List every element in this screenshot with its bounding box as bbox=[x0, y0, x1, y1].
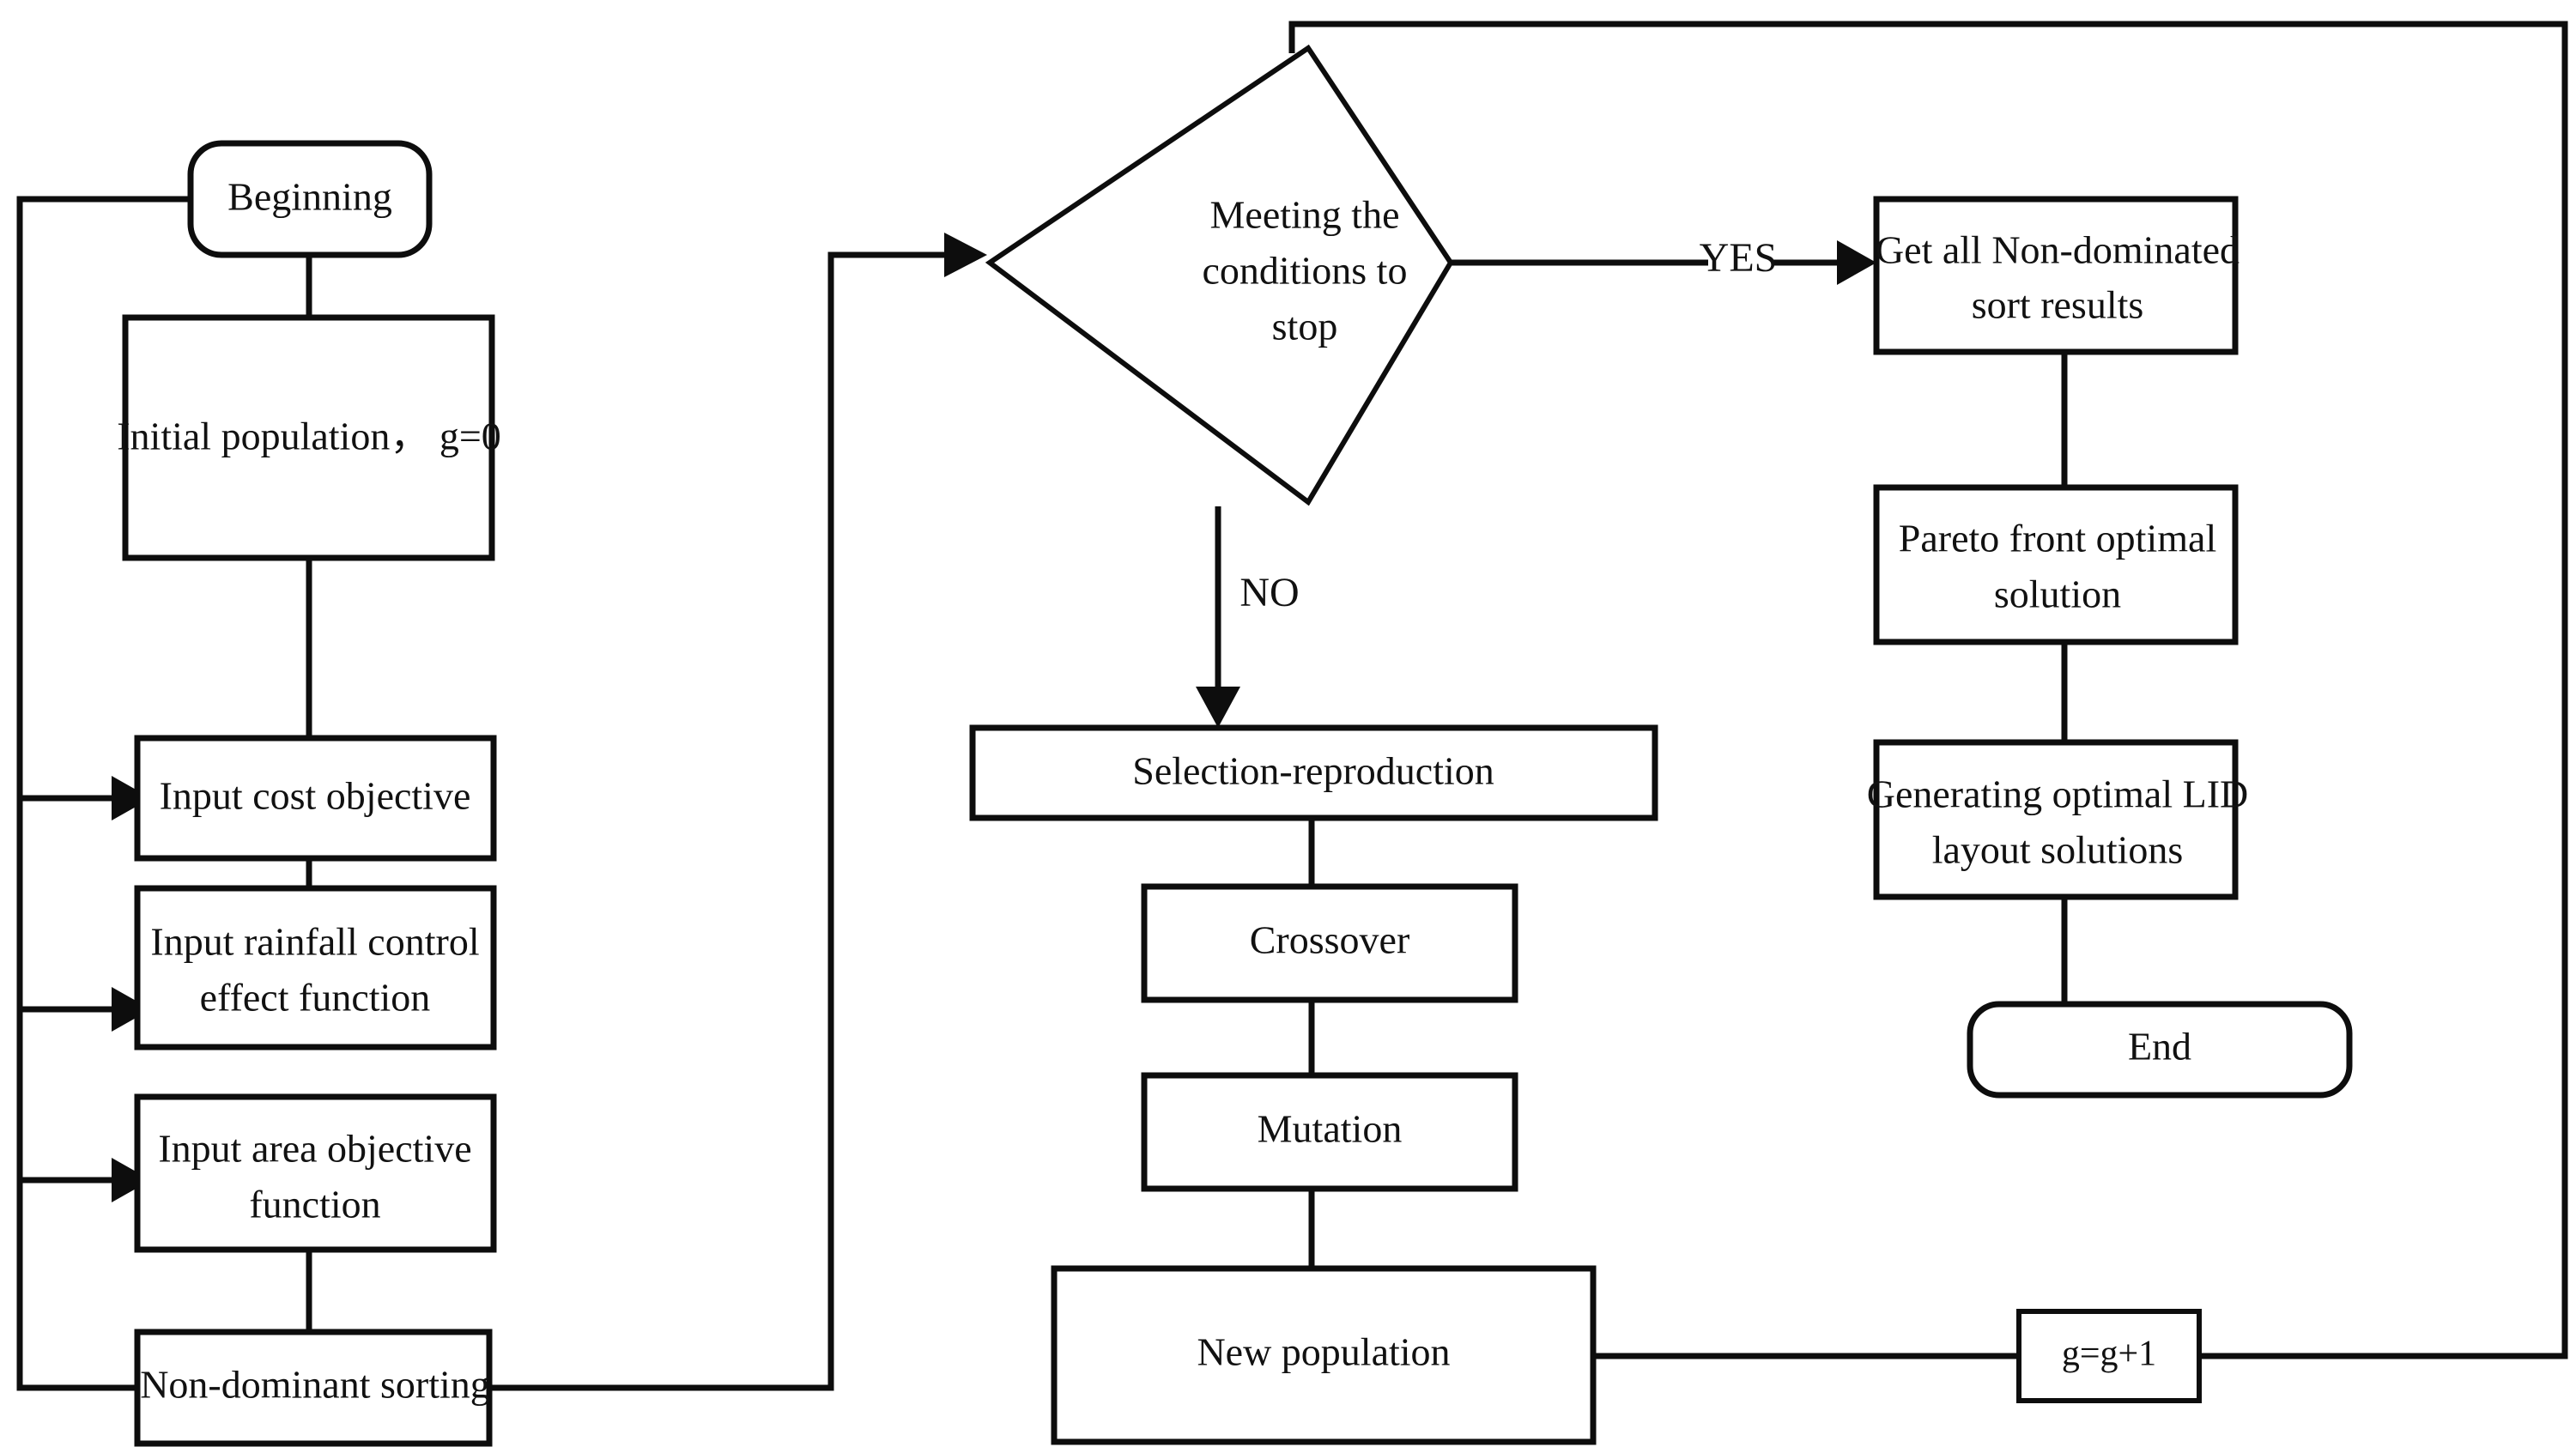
arrow-head-icon bbox=[1196, 687, 1240, 728]
node-end[interactable]: End bbox=[1967, 1001, 2353, 1099]
edge-decision-yes-to-get-all bbox=[1451, 240, 1876, 285]
node-non-dominant-sorting-label: Non-dominant sorting bbox=[140, 1363, 490, 1407]
node-non-dominant-sorting[interactable]: Non-dominant sorting bbox=[134, 1329, 493, 1447]
node-generating-optimal-lid-label-line2: layout solutions bbox=[1932, 828, 2184, 872]
node-decision-label-line1: Meeting the bbox=[1210, 193, 1400, 237]
node-pareto-front-optimal-label-line2: solution bbox=[1994, 572, 2121, 616]
edge-bus-to-input-cost bbox=[20, 776, 151, 820]
node-pareto-front-optimal[interactable]: Pareto front optimal solution bbox=[1873, 484, 2239, 645]
node-end-label: End bbox=[2128, 1025, 2191, 1069]
node-crossover[interactable]: Crossover bbox=[1141, 883, 1518, 1003]
node-initial-population-label: Initial population， g=0 bbox=[117, 415, 501, 458]
arrow-head-icon bbox=[112, 776, 151, 820]
node-input-rainfall-control[interactable]: Input rainfall control effect function bbox=[134, 885, 497, 1050]
node-initial-population[interactable]: Initial population， g=0 bbox=[117, 314, 501, 561]
node-generating-optimal-lid[interactable]: Generating optimal LID layout solutions bbox=[1867, 739, 2249, 900]
node-pareto-front-optimal-label-line1: Pareto front optimal bbox=[1899, 517, 2216, 560]
arrow-head-icon bbox=[1837, 240, 1876, 285]
node-input-rainfall-control-label-line2: effect function bbox=[200, 976, 431, 1020]
node-get-all-non-dominated[interactable]: Get all Non-dominated sort results bbox=[1873, 196, 2240, 355]
node-new-population[interactable]: New population bbox=[1051, 1265, 1597, 1445]
node-beginning[interactable]: Beginning bbox=[187, 140, 433, 258]
node-get-all-non-dominated-label-line1: Get all Non-dominated bbox=[1876, 228, 2240, 272]
node-input-cost-objective[interactable]: Input cost objective bbox=[134, 735, 497, 862]
edge-generation-counter-to-decision bbox=[1288, 21, 2568, 1359]
node-decision-label-line2: conditions to bbox=[1203, 249, 1408, 293]
node-generating-optimal-lid-label-line1: Generating optimal LID bbox=[1867, 772, 2249, 816]
edge-left-return-bus bbox=[16, 196, 191, 1391]
node-input-cost-objective-label: Input cost objective bbox=[160, 774, 471, 818]
node-generation-counter[interactable]: g=g+1 bbox=[2016, 1309, 2202, 1403]
node-input-area-objective-label-line1: Input area objective bbox=[158, 1127, 471, 1171]
arrow-head-icon bbox=[944, 233, 987, 277]
node-crossover-label: Crossover bbox=[1250, 918, 1410, 962]
edge-decision-no-to-selection-reproduction bbox=[1196, 506, 1240, 728]
node-decision-meeting-conditions[interactable]: Meeting the conditions to stop bbox=[985, 44, 1454, 506]
node-generation-counter-label: g=g+1 bbox=[2062, 1335, 2156, 1374]
node-input-area-objective[interactable]: Input area objective function bbox=[134, 1093, 497, 1253]
node-decision-label-line3: stop bbox=[1272, 305, 1338, 348]
node-mutation-label: Mutation bbox=[1258, 1107, 1403, 1151]
node-get-all-non-dominated-label-line2: sort results bbox=[1972, 283, 2144, 327]
node-mutation[interactable]: Mutation bbox=[1141, 1072, 1518, 1192]
node-input-rainfall-control-label-line1: Input rainfall control bbox=[150, 920, 479, 964]
node-new-population-label: New population bbox=[1197, 1330, 1450, 1374]
edge-bus-to-input-area bbox=[20, 1158, 151, 1202]
edge-bus-to-input-rainfall bbox=[20, 987, 151, 1032]
arrow-head-icon bbox=[112, 1158, 151, 1202]
node-selection-reproduction[interactable]: Selection-reproduction bbox=[969, 724, 1658, 821]
arrow-head-icon bbox=[112, 987, 151, 1032]
edge-non-dominant-sorting-to-decision bbox=[481, 233, 987, 1391]
node-input-area-objective-label-line2: function bbox=[249, 1183, 380, 1226]
edge-label-yes: YES bbox=[1700, 235, 1778, 281]
node-selection-reproduction-label: Selection-reproduction bbox=[1132, 749, 1494, 793]
node-beginning-label: Beginning bbox=[227, 175, 392, 219]
edge-label-no: NO bbox=[1240, 570, 1299, 615]
